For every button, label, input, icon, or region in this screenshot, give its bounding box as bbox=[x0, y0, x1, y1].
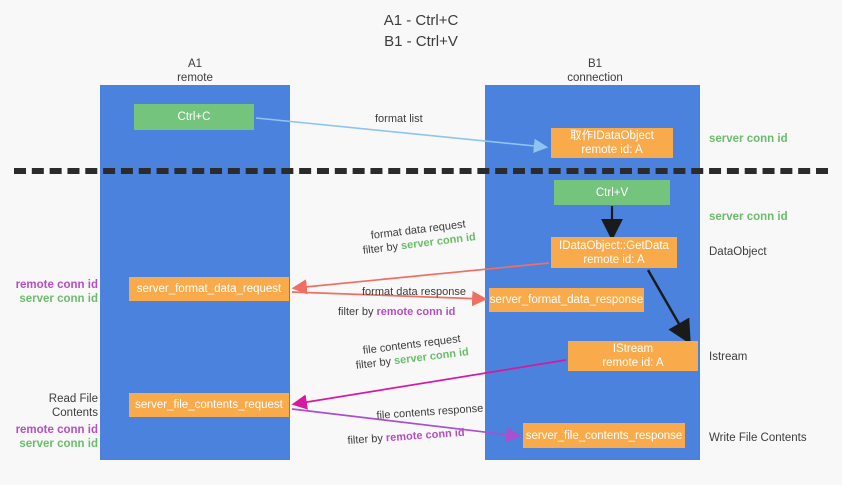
box-idataobject-line1: 取作IDataObject bbox=[570, 130, 654, 142]
phase-divider-dashed-line bbox=[14, 168, 828, 174]
column-b1-name: B1 bbox=[587, 58, 603, 70]
column-header-b1: B1 connection bbox=[530, 57, 660, 85]
box-ctrl-v-label: Ctrl+V bbox=[595, 186, 629, 199]
box-server-format-data-request-label: server_format_data_request bbox=[136, 283, 282, 295]
box-istream-line1: IStream bbox=[612, 343, 654, 355]
note-left-read-file-contents-group: Read File Contents remote conn id server… bbox=[6, 392, 98, 451]
note-server-conn-id-top: server conn id bbox=[709, 133, 788, 145]
arrow-format-data-request bbox=[291, 262, 550, 295]
box-getdata-line2: remote id: A bbox=[583, 253, 645, 266]
note-read-file-contents: Read File Contents bbox=[48, 393, 98, 419]
box-idataobject-getdata[interactable]: IDataObject::GetData remote id: A bbox=[551, 237, 677, 268]
box-server-file-contents-request[interactable]: server_file_contents_request bbox=[129, 393, 289, 417]
column-header-a1: A1 remote bbox=[130, 57, 260, 85]
title-line-1: A1 - Ctrl+C bbox=[383, 12, 459, 29]
caption-format-data-response: format data response bbox=[362, 286, 466, 298]
note-write-file-contents: Write File Contents bbox=[709, 432, 807, 444]
arrow-getdata-to-istream bbox=[646, 269, 691, 345]
note-istream: Istream bbox=[709, 351, 748, 363]
note-server-conn-id-2: server conn id bbox=[19, 438, 98, 450]
box-istream[interactable]: IStream remote id: A bbox=[568, 341, 698, 371]
note-left-conn-ids-top: remote conn id server conn id bbox=[8, 278, 98, 306]
filter-key-remote-conn-id-1: remote conn id bbox=[376, 306, 456, 318]
title-line-2: B1 - Ctrl+V bbox=[384, 33, 458, 50]
box-server-file-contents-response[interactable]: server_file_contents_response bbox=[523, 423, 685, 448]
diagram-title: A1 - Ctrl+C B1 - Ctrl+V bbox=[0, 10, 842, 52]
note-server-conn-id-mid: server conn id bbox=[709, 211, 788, 223]
column-b1-role: connection bbox=[567, 72, 623, 84]
arrow-file-contents-request bbox=[291, 359, 567, 410]
filter-prefix-4: filter by bbox=[347, 432, 387, 447]
box-ctrl-v[interactable]: Ctrl+V bbox=[554, 180, 670, 205]
box-server-file-contents-request-label: server_file_contents_request bbox=[135, 399, 283, 411]
box-ctrl-c-label: Ctrl+C bbox=[177, 111, 211, 123]
column-a1-role: remote bbox=[177, 72, 213, 84]
arrow-file-contents-response bbox=[291, 408, 522, 443]
column-a1-name: A1 bbox=[187, 58, 203, 70]
note-server-conn-id-1: server conn id bbox=[19, 293, 98, 305]
caption-format-list: format list bbox=[375, 113, 423, 125]
note-dataobject: DataObject bbox=[709, 246, 767, 258]
box-idataobject-line2: remote id: A bbox=[581, 144, 643, 156]
filter-prefix-2: filter by bbox=[338, 306, 377, 318]
box-server-format-data-request[interactable]: server_format_data_request bbox=[129, 277, 289, 301]
caption-format-data-response-filter: filter by remote conn id bbox=[338, 305, 455, 319]
arrow-format-data-response bbox=[291, 290, 488, 307]
note-remote-conn-id-1: remote conn id bbox=[15, 279, 98, 291]
box-ctrl-c[interactable]: Ctrl+C bbox=[134, 104, 254, 130]
box-server-format-data-response-label: server_format_data_response bbox=[489, 294, 644, 306]
note-remote-conn-id-2: remote conn id bbox=[15, 424, 98, 436]
box-idataobject[interactable]: 取作IDataObject remote id: A bbox=[551, 128, 673, 158]
arrow-format-list bbox=[255, 117, 549, 154]
box-server-format-data-response[interactable]: server_format_data_response bbox=[489, 288, 644, 312]
box-server-file-contents-response-label: server_file_contents_response bbox=[525, 429, 683, 442]
box-getdata-line1: IDataObject::GetData bbox=[559, 239, 669, 252]
box-istream-line2: remote id: A bbox=[602, 357, 664, 369]
